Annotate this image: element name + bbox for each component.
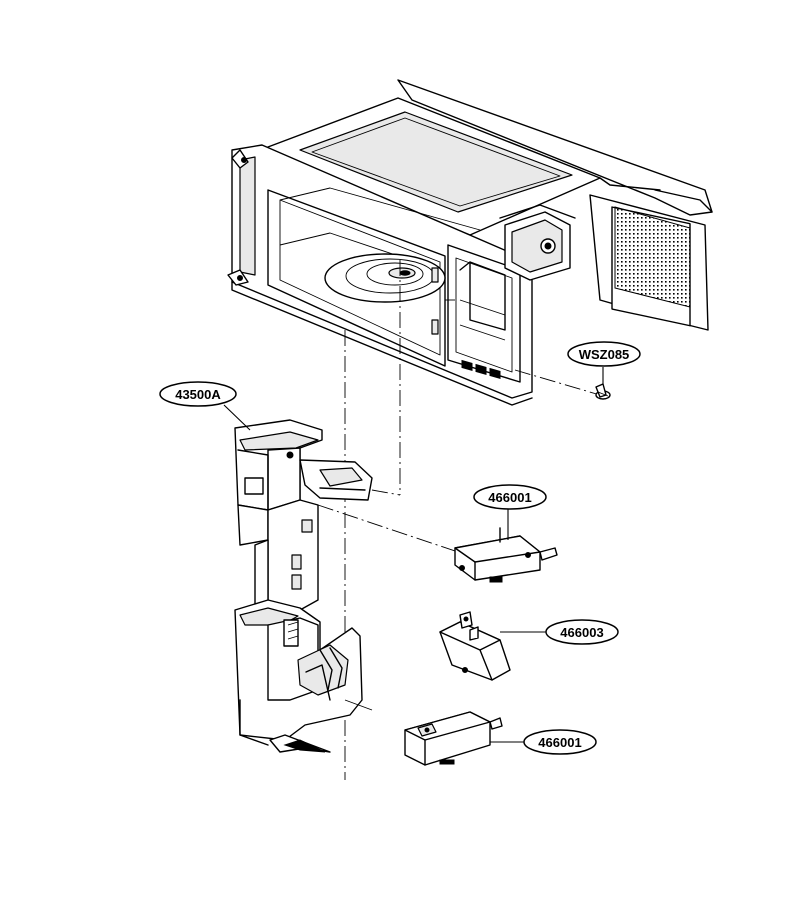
label-switch-middle: 466003 xyxy=(560,625,603,640)
screw-part xyxy=(595,383,611,400)
turntable-motor xyxy=(499,204,576,281)
label-bracket: 43500A xyxy=(175,387,221,402)
switch-lower xyxy=(404,711,503,766)
vent-perforation xyxy=(614,206,691,308)
switch-middle xyxy=(439,611,511,681)
label-screw: WSZ085 xyxy=(579,347,630,362)
oven-cavity-assembly xyxy=(227,79,713,406)
callout-switch-middle: 466003 xyxy=(500,619,619,645)
latch-bracket xyxy=(234,419,373,753)
switch-upper xyxy=(454,527,558,583)
callout-switch-lower: 466001 xyxy=(490,729,597,755)
label-switch-upper: 466001 xyxy=(488,490,531,505)
turntable xyxy=(324,253,446,303)
callout-switch-upper: 466001 xyxy=(473,484,547,540)
callout-screw: WSZ085 xyxy=(567,341,641,384)
callout-bracket: 43500A xyxy=(159,381,251,431)
label-switch-lower: 466001 xyxy=(538,735,581,750)
